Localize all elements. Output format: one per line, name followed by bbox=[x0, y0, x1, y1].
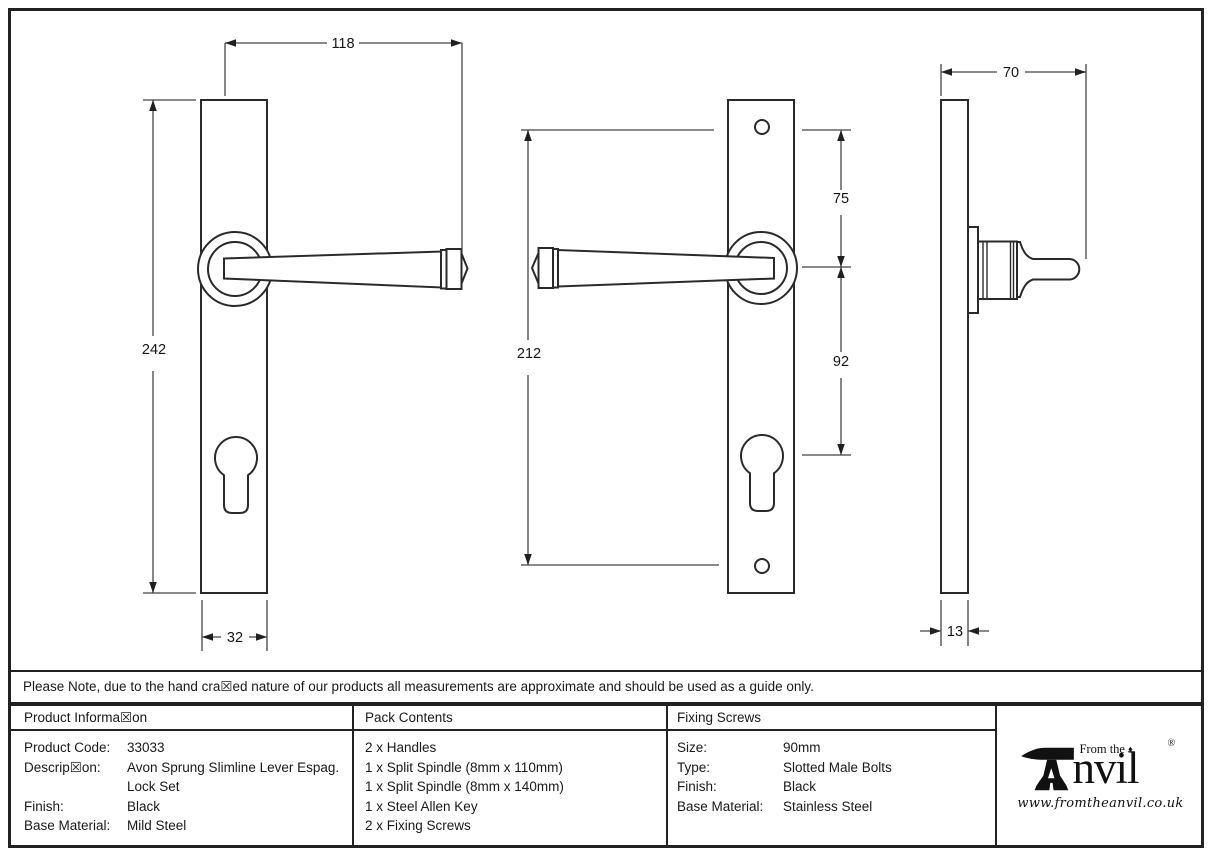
row-label: Product Code: bbox=[24, 740, 111, 755]
lever-cap-cone-reverse bbox=[530, 252, 540, 284]
brand-logo: From the ♦ nvil ® www.fromtheanvil.co.uk bbox=[997, 706, 1204, 848]
dim-label-70: 70 bbox=[1003, 65, 1019, 81]
table-row: Finish: Black bbox=[677, 777, 987, 797]
pack-contents-column: Pack Contents 2 x Handles 1 x Split Spin… bbox=[365, 706, 655, 836]
row-value: Mild Steel bbox=[127, 818, 187, 834]
dimension-plate-height: 242 bbox=[142, 99, 196, 594]
backplate-front bbox=[200, 99, 268, 594]
dim-label-13: 13 bbox=[947, 624, 963, 640]
rosette-base-side bbox=[967, 226, 979, 314]
list-item: 1 x Split Spindle (8mm x 140mm) bbox=[365, 779, 564, 795]
lever-arm-side bbox=[1016, 241, 1081, 298]
table-row: Base Material: Stainless Steel bbox=[677, 797, 987, 817]
table-row: Base Material: Mild Steel bbox=[24, 816, 344, 836]
list-item: 1 x Split Spindle (8mm x 110mm) bbox=[365, 759, 563, 775]
list-item: 1 x Steel Allen Key bbox=[365, 798, 478, 814]
product-information-column: Product Informa☒on Product Code: 33033 De… bbox=[24, 706, 344, 836]
row-value: 33033 bbox=[127, 740, 165, 755]
lever-plate-front-view bbox=[197, 99, 469, 594]
table-divider-1 bbox=[352, 706, 354, 848]
fixing-screws-column: Fixing Screws Size: 90mm Type: Slotted Mal… bbox=[677, 706, 987, 816]
row-label: Descrip☒on: bbox=[24, 759, 101, 775]
registered-trademark-icon: ® bbox=[1167, 738, 1176, 749]
dim-label-92: 92 bbox=[833, 354, 849, 370]
logo-wordmark: nvil bbox=[1072, 743, 1140, 793]
row-label: Finish: bbox=[24, 798, 64, 814]
logo-tagline: From the ♦ bbox=[1079, 742, 1133, 756]
row-label: Size: bbox=[677, 740, 708, 755]
row-label: Base Material: bbox=[677, 798, 764, 814]
table-row: Product Code: 33033 bbox=[24, 738, 344, 758]
row-value: Avon Sprung Slimline Lever Espag. bbox=[127, 759, 340, 775]
row-label: Finish: bbox=[677, 779, 717, 795]
screw-hole-bottom bbox=[754, 558, 770, 574]
row-value: Stainless Steel bbox=[783, 798, 873, 814]
lever-cap-cone-front bbox=[460, 253, 469, 284]
dim-label-118: 118 bbox=[331, 36, 354, 52]
row-value: 90mm bbox=[783, 740, 821, 755]
dimension-projection: 70 bbox=[940, 64, 1087, 259]
lever-plate-side-view bbox=[940, 99, 1081, 594]
list-item: 2 x Handles bbox=[365, 740, 437, 755]
table-row: Lock Set bbox=[24, 777, 344, 797]
row-value: Black bbox=[127, 798, 161, 814]
table-row: Descrip☒on: Avon Sprung Slimline Lever Es… bbox=[24, 758, 344, 778]
dim-label-75: 75 bbox=[833, 191, 849, 207]
table-divider-3 bbox=[995, 706, 997, 848]
table-row: Finish: Black bbox=[24, 797, 344, 817]
row-label: Base Material: bbox=[24, 818, 111, 834]
lever-plate-reverse-view bbox=[530, 99, 798, 594]
product-information-header: Product Informa☒on bbox=[24, 710, 148, 725]
dimension-screw-spacing: 212 bbox=[517, 129, 719, 566]
euro-cylinder-cutout-front bbox=[214, 435, 258, 514]
backplate-side bbox=[940, 99, 969, 594]
row-value: Black bbox=[783, 779, 817, 795]
euro-cylinder-cutout-reverse bbox=[740, 433, 784, 512]
table-row: Type: Slotted Male Bolts bbox=[677, 758, 987, 778]
measurement-note-text: Please Note, due to the hand cra☒ed natu… bbox=[23, 679, 814, 694]
lever-cap-reverse bbox=[537, 247, 554, 289]
table-header-underline bbox=[8, 729, 997, 731]
anvil-icon bbox=[1020, 745, 1076, 793]
backplate-reverse bbox=[727, 99, 795, 594]
dimension-plate-width: 32 bbox=[201, 600, 268, 651]
dimension-screw-to-handle: 75 bbox=[802, 129, 851, 268]
dim-label-212: 212 bbox=[517, 346, 541, 362]
dimension-handle-to-cylinder: 92 bbox=[802, 267, 851, 456]
list-item: 2 x Fixing Screws bbox=[365, 818, 471, 834]
lever-cap-front bbox=[445, 248, 463, 290]
table-divider-2 bbox=[666, 706, 668, 848]
measurement-note: Please Note, due to the hand cra☒ed natu… bbox=[8, 670, 1204, 706]
technical-drawing: 118 242 32 bbox=[142, 36, 1087, 651]
fixing-screws-header: Fixing Screws bbox=[677, 710, 762, 725]
logo-website: www.fromtheanvil.co.uk bbox=[1017, 796, 1184, 811]
dimension-overall-width: 118 bbox=[224, 36, 463, 249]
screw-hole-top bbox=[754, 119, 770, 135]
diamond-icon: ♦ bbox=[1128, 744, 1133, 754]
row-value: Lock Set bbox=[127, 779, 180, 795]
dim-label-242: 242 bbox=[142, 342, 166, 358]
pack-contents-header: Pack Contents bbox=[365, 710, 453, 725]
dim-label-32: 32 bbox=[227, 630, 243, 646]
row-label: Type: bbox=[677, 759, 711, 775]
table-row: Size: 90mm bbox=[677, 738, 987, 758]
row-value: Slotted Male Bolts bbox=[783, 759, 892, 775]
drawing-frame bbox=[8, 8, 1204, 848]
dimension-plate-depth: 13 bbox=[920, 600, 989, 646]
